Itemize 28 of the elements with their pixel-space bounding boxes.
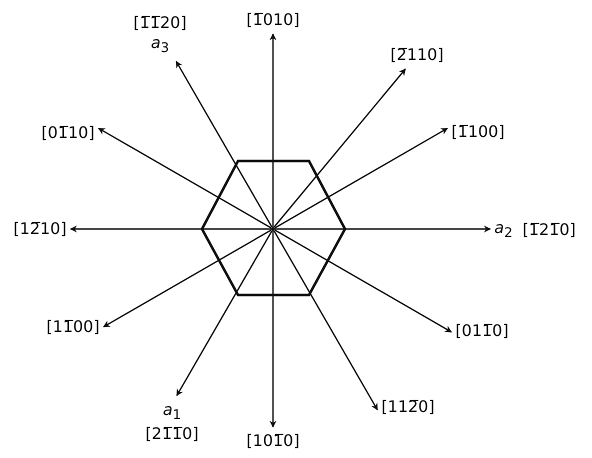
direction-label: [1̅1̅20] [133, 12, 187, 33]
arrow [70, 226, 271, 232]
direction-label: [112̅0] [381, 397, 435, 417]
arrow [103, 230, 272, 328]
arrow [274, 68, 406, 228]
direction-label: [1̅100] [451, 122, 505, 142]
arrow [176, 230, 272, 396]
direction-label: [11̅00] [46, 317, 100, 337]
arrow [275, 226, 491, 232]
direction-label: a$_{3}$ [150, 32, 170, 58]
arrow [98, 128, 272, 228]
direction-label: [2̅110] [390, 45, 444, 65]
direction-label: [011̅0] [455, 321, 509, 341]
direction-label: [1̅21̅0] [522, 220, 576, 240]
center-point [271, 227, 275, 231]
direction-label: [1̅010] [246, 10, 300, 30]
direction-label: [12̅10] [13, 219, 67, 239]
arrow [274, 230, 378, 410]
direction-label: a$_{1}$ [162, 400, 182, 424]
arrow [274, 230, 452, 333]
direction-label: a$_{2}$ [494, 218, 513, 242]
direction-label: [101̅0] [246, 431, 300, 451]
direction-label: [01̅10] [41, 123, 95, 143]
arrow [176, 60, 272, 228]
arrow [270, 231, 276, 428]
direction-label: [21̅1̅0] [145, 424, 199, 444]
arrow [270, 33, 276, 227]
arrow [274, 128, 448, 228]
